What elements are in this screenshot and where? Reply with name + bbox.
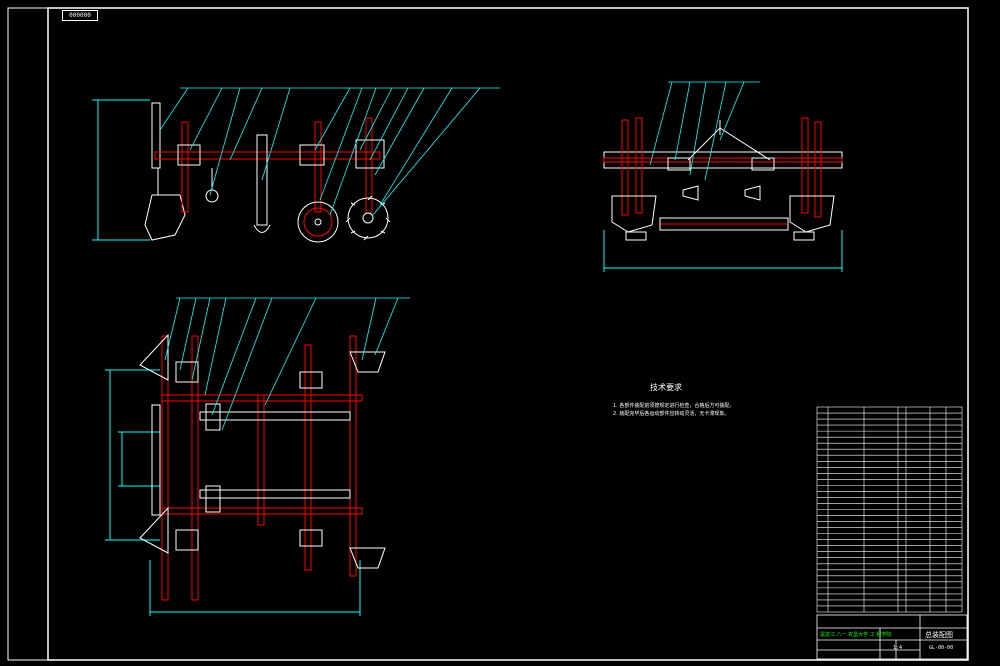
drawing-scale: 1:4 <box>893 645 903 651</box>
side-view <box>603 81 843 272</box>
drawing-title: 总装配图 <box>925 631 953 639</box>
technical-requirements-title: 技术要求 <box>650 383 682 392</box>
bom-table <box>816 406 963 613</box>
technical-requirement-line-2: 2. 装配完毕后各运动部件应转动灵活，无卡滞现象。 <box>613 411 730 417</box>
front-view <box>92 87 500 243</box>
drawing-number: GL-00-00 <box>929 645 954 651</box>
title-block <box>816 614 968 660</box>
drawing-company: 黑龙江 八一 农垦大学 工 程学院 <box>820 632 892 638</box>
technical-requirement-line-1: 1. 各部件装配前须按规定进行检查，合格后方可装配。 <box>613 403 735 409</box>
drawing-code-box: 000000 <box>62 10 98 21</box>
inner-frame <box>47 7 969 661</box>
top-view <box>105 297 410 616</box>
